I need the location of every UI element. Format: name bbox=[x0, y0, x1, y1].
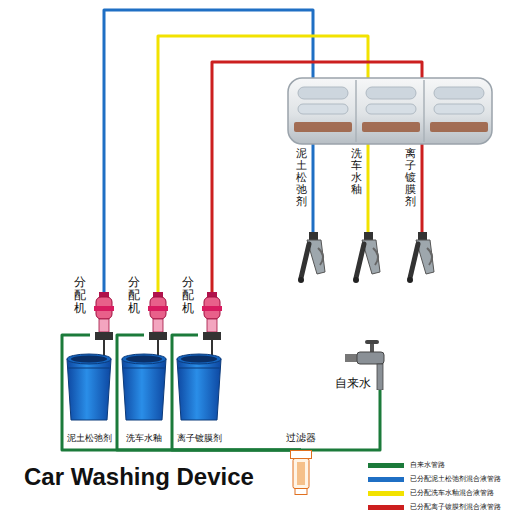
node-label: 自来水 bbox=[335, 377, 371, 390]
node-label: 洗车水釉 bbox=[351, 148, 362, 196]
node-label: 洗车水釉 bbox=[120, 433, 168, 444]
pipe bbox=[212, 62, 422, 292]
dispenser: 分配机 bbox=[198, 292, 226, 340]
node-label: 过滤器 bbox=[284, 432, 318, 444]
legend-swatch bbox=[368, 463, 404, 468]
bucket-icon bbox=[120, 352, 168, 444]
node-label: 分配机 bbox=[182, 276, 194, 316]
chemical-bucket: 泥土松弛剂 bbox=[65, 352, 113, 444]
pipe bbox=[62, 335, 301, 450]
dispenser-pump-icon bbox=[198, 292, 226, 340]
legend-text: 已分配泥土松弛剂混合液管路 bbox=[410, 474, 501, 485]
pipe bbox=[158, 36, 368, 292]
node-label: 分配机 bbox=[74, 276, 86, 316]
bucket-icon bbox=[175, 352, 223, 444]
bucket-icon bbox=[65, 352, 113, 444]
dispenser: 分配机 bbox=[144, 292, 172, 340]
pipe bbox=[117, 335, 301, 450]
faucet: 自来水 bbox=[335, 340, 391, 390]
legend-text: 已分配离子镀膜剂混合液管路 bbox=[410, 502, 501, 513]
node-label: 分配机 bbox=[128, 276, 140, 316]
legend-swatch bbox=[368, 477, 404, 482]
dispenser-pump-icon bbox=[90, 292, 118, 340]
dispenser-pump-icon bbox=[144, 292, 172, 340]
node-label: 泥土松弛剂 bbox=[296, 148, 307, 208]
dispenser: 分配机 bbox=[90, 292, 118, 340]
pipe bbox=[104, 10, 313, 292]
node-label: 离子镀膜剂 bbox=[175, 433, 223, 444]
legend-swatch bbox=[368, 505, 404, 510]
hose-reel-box bbox=[288, 78, 492, 144]
node-label: 离子镀膜剂 bbox=[405, 148, 416, 208]
spray-gun: 泥土松弛剂 bbox=[296, 148, 332, 288]
node-label: 泥土松弛剂 bbox=[65, 433, 113, 444]
legend-text: 已分配洗车水釉混合液管路 bbox=[410, 488, 494, 499]
chemical-bucket: 离子镀膜剂 bbox=[175, 352, 223, 444]
chemical-bucket: 洗车水釉 bbox=[120, 352, 168, 444]
filter-icon bbox=[290, 450, 312, 496]
spray-gun: 离子镀膜剂 bbox=[405, 148, 441, 288]
legend-swatch bbox=[368, 491, 404, 496]
spray-gun: 洗车水釉 bbox=[351, 148, 387, 288]
legend-text: 自来水管路 bbox=[410, 460, 445, 471]
diagram-title: Car Washing Device bbox=[24, 463, 254, 491]
water-filter: 过滤器 bbox=[290, 450, 312, 496]
pipe bbox=[172, 335, 301, 450]
